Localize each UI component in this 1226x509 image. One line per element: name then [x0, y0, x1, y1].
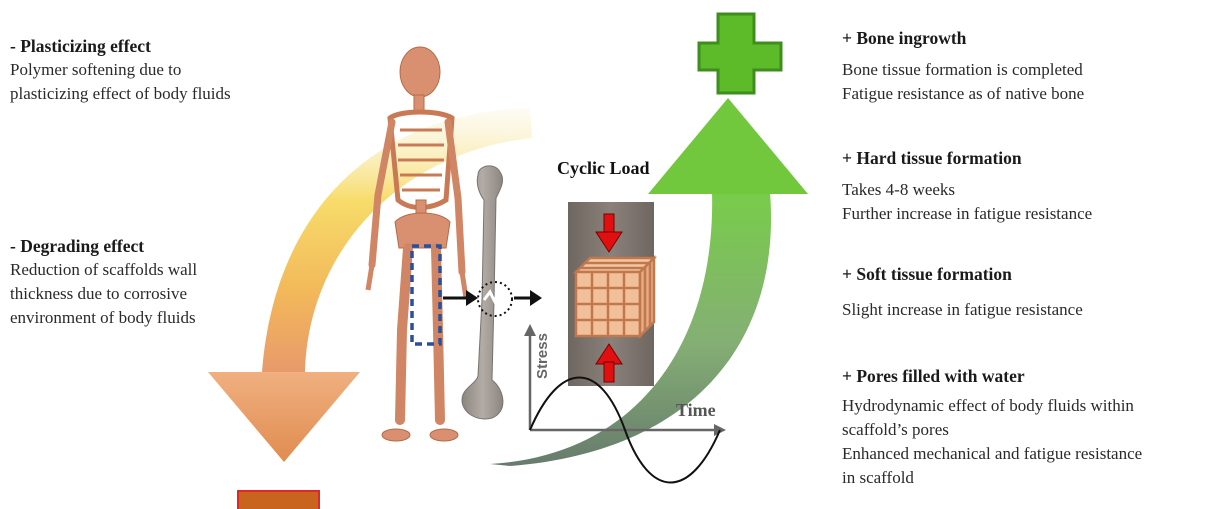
plasticizing-line-1: Polymer softening due to: [10, 58, 231, 82]
hard-tissue-block: + Hard tissue formation Takes 4-8 weeks …: [842, 146, 1092, 226]
pores-line-3: Enhanced mechanical and fatigue resistan…: [842, 442, 1142, 466]
minus-sign-icon: [238, 491, 319, 509]
plus-sign-icon: [699, 14, 781, 93]
bone-ingrowth-block: + Bone ingrowth Bone tissue formation is…: [842, 26, 1084, 106]
bone-ingrowth-line-2: Fatigue resistance as of native bone: [842, 82, 1084, 106]
pores-block: + Pores filled with water Hydrodynamic e…: [842, 364, 1142, 490]
stress-axis-label: Stress: [534, 333, 551, 379]
degrading-line-2: thickness due to corrosive: [10, 282, 197, 306]
hard-tissue-line-1: Takes 4-8 weeks: [842, 178, 1092, 202]
bone-ingrowth-line-1: Bone tissue formation is completed: [842, 58, 1084, 82]
plasticizing-title: - Plasticizing effect: [10, 34, 231, 58]
soft-tissue-title: + Soft tissue formation: [842, 262, 1083, 286]
cyclic-load-label: Cyclic Load: [557, 158, 650, 178]
hard-tissue-line-2: Further increase in fatigue resistance: [842, 202, 1092, 226]
time-axis-label: Time: [676, 400, 716, 420]
hard-tissue-title: + Hard tissue formation: [842, 146, 1092, 170]
degrading-line-3: environment of body fluids: [10, 306, 197, 330]
plasticizing-block: - Plasticizing effect Polymer softening …: [10, 34, 231, 106]
scaffold-lattice-icon: [576, 258, 654, 336]
human-skeleton-icon: [368, 47, 466, 441]
pores-line-2: scaffold’s pores: [842, 418, 1142, 442]
arrow-to-scaffold: [514, 290, 542, 306]
soft-tissue-block: + Soft tissue formation Slight increase …: [842, 262, 1083, 322]
soft-tissue-line-1: Slight increase in fatigue resistance: [842, 298, 1083, 322]
degrading-line-1: Reduction of scaffolds wall: [10, 258, 197, 282]
pores-line-4: in scaffold: [842, 466, 1142, 490]
degrading-title: - Degrading effect: [10, 234, 197, 258]
pores-line-1: Hydrodynamic effect of body fluids withi…: [842, 394, 1142, 418]
degrading-block: - Degrading effect Reduction of scaffold…: [10, 234, 197, 330]
arrow-to-femur: [443, 290, 478, 306]
bone-ingrowth-title: + Bone ingrowth: [842, 26, 1084, 50]
pores-title: + Pores filled with water: [842, 364, 1142, 388]
plasticizing-line-2: plasticizing effect of body fluids: [10, 82, 231, 106]
